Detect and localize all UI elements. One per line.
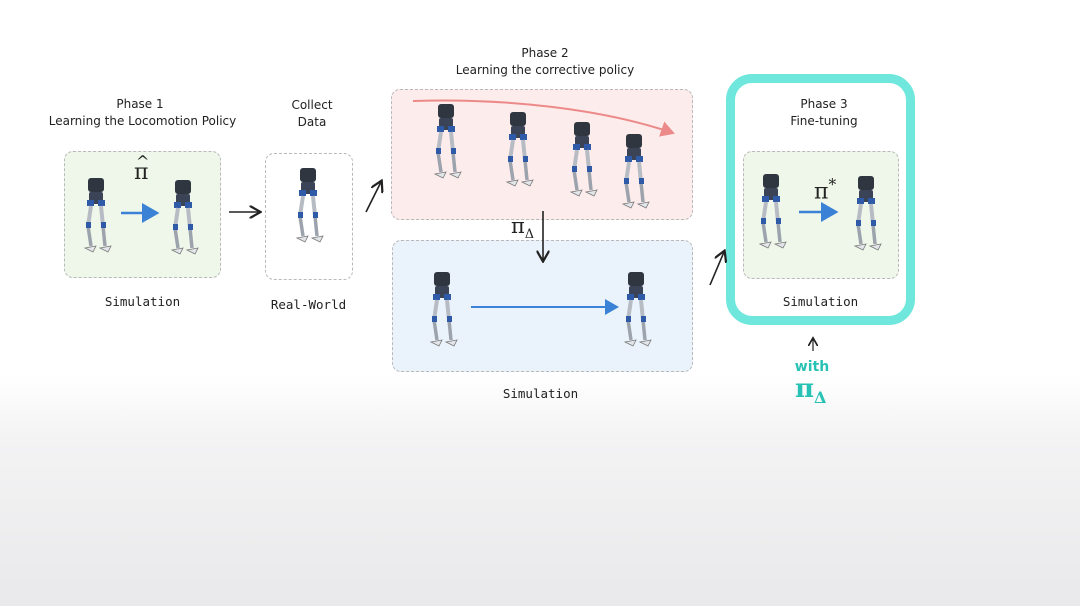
humanoid-robot-icon — [853, 174, 883, 252]
humanoid-robot-icon — [83, 176, 113, 254]
humanoid-robot-icon — [623, 270, 653, 348]
pi-delta-symbol: πΔ — [511, 214, 534, 241]
phase3-subtitle: Fine-tuning — [790, 114, 858, 128]
phase3-caption: Simulation — [782, 294, 859, 309]
pi-delta-letter: π — [511, 214, 525, 238]
humanoid-robot-icon — [170, 178, 200, 256]
pi-delta-subscript: Δ — [524, 226, 534, 242]
phase2-subtitle: Learning the corrective policy — [455, 63, 635, 77]
with-pi-letter: π — [795, 374, 815, 404]
with-pi-delta-symbol: πΔ — [795, 374, 827, 407]
curved-arrow-icon — [412, 99, 675, 137]
right-arrow-icon — [709, 252, 724, 286]
pi-hat-letter: π — [134, 160, 149, 185]
humanoid-robot-icon — [758, 172, 788, 250]
collect-panel — [265, 153, 353, 280]
phase2-caption: Simulation — [502, 386, 579, 401]
phase3-highlight-frame — [726, 74, 915, 325]
humanoid-robot-icon — [429, 270, 459, 348]
phase1-title: Phase 1 — [116, 97, 164, 111]
collect-subtitle: Data — [297, 115, 327, 129]
pi-hat-mark: ^ — [136, 152, 150, 171]
humanoid-robot-icon — [621, 132, 651, 210]
phase1-caption: Simulation — [104, 294, 181, 309]
humanoid-robot-icon — [433, 102, 463, 180]
humanoid-robot-icon — [569, 120, 599, 198]
collect-caption: Real-World — [270, 297, 347, 312]
with-pi-subscript: Δ — [814, 388, 827, 408]
pi-star-superscript: * — [828, 176, 837, 194]
phase1-subtitle: Learning the Locomotion Policy — [48, 114, 237, 128]
collect-title: Collect — [291, 98, 333, 112]
humanoid-robot-icon — [505, 110, 535, 188]
pi-star-letter: π — [814, 179, 829, 205]
right-arrow-icon — [365, 182, 381, 213]
with-label: with — [794, 359, 830, 375]
pi-hat-symbol: ^ π — [134, 152, 149, 185]
phase3-title: Phase 3 — [800, 97, 848, 111]
pi-star-symbol: π* — [814, 176, 836, 204]
humanoid-robot-icon — [295, 166, 325, 244]
phase2-title: Phase 2 — [521, 46, 569, 60]
